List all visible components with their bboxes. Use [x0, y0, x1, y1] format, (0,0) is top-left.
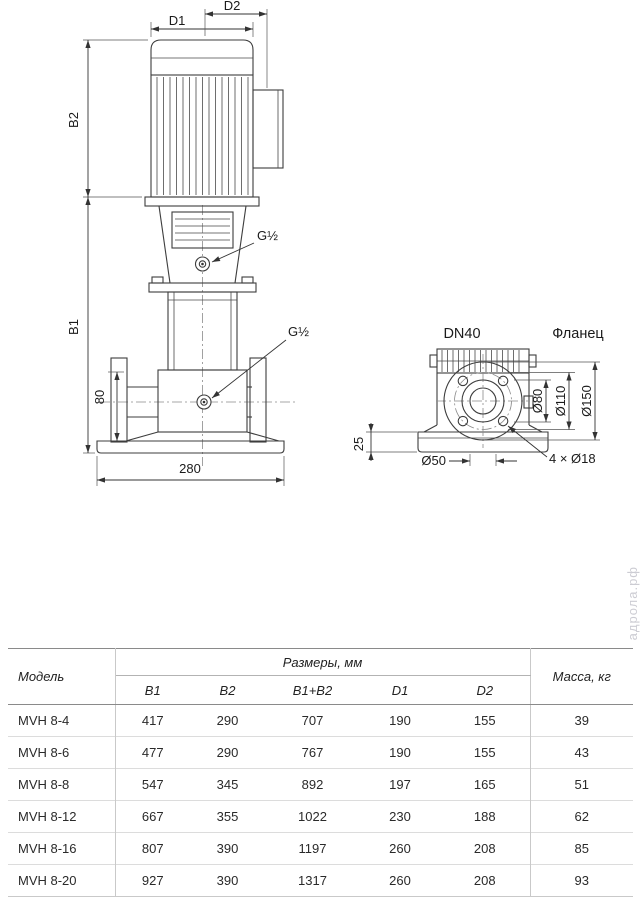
table-row: MVH 8-20 927 390 1317 260 208 93: [8, 864, 633, 897]
col-header-d2: D2: [440, 675, 530, 705]
table-row: MVH 8-12 667 355 1022 230 188 62: [8, 800, 633, 833]
table-row: MVH 8-4 417 290 707 190 155 39: [8, 704, 633, 737]
table-row: MVH 8-8 547 345 892 197 165 51: [8, 768, 633, 801]
model-cell: MVH 8-12: [8, 800, 116, 833]
table-row: MVH 8-6 477 290 767 190 155 43: [8, 736, 633, 769]
table-header-row-1: Модель Размеры, мм Масса, кг: [8, 648, 633, 705]
table-cell: 155: [473, 713, 496, 728]
table-cell: 807: [115, 832, 190, 865]
mass-cell: 39: [529, 704, 633, 737]
model-cell: MVH 8-4: [8, 704, 116, 737]
table-cell: 927: [115, 864, 190, 897]
dim-label-80: 80: [92, 390, 107, 404]
flange-view: DN40 Фланец: [417, 326, 604, 453]
table-cell: 1317: [265, 864, 360, 897]
table-cell: 155: [440, 736, 530, 769]
table-cell: 355: [190, 800, 265, 833]
model-cell: MVH 8-20: [8, 864, 116, 897]
dim-label-d80: Ø80: [530, 389, 545, 414]
technical-drawing-area: D1 D2 B2 B1 80 280 G½ G½ DN40 Фланец: [66, 0, 604, 486]
table-cell: 1197: [265, 832, 360, 865]
table-cell: 667: [115, 800, 190, 833]
col-header-d1: D1: [360, 675, 440, 705]
dim-label-d150: Ø150: [579, 385, 594, 417]
pump-front-view: [96, 39, 295, 466]
dim-label-d1: D1: [169, 13, 186, 28]
pump-dimensions: D1 D2 B2 B1 80 280 G½ G½: [66, 0, 309, 486]
col-header-model: Модель: [8, 648, 116, 705]
col-header-b2: B2: [190, 675, 265, 705]
dim-label-bolt-holes: 4 × Ø18: [549, 451, 596, 466]
label-dn40: DN40: [443, 326, 480, 342]
table-cell: 477: [115, 736, 190, 769]
table-cell: 190: [389, 713, 411, 728]
table-header-row-2: B1 B2 B1+B2 D1 D2: [8, 675, 633, 705]
col-group-dimensions: Размеры, мм: [115, 648, 530, 676]
table-cell: 208: [440, 832, 530, 865]
table-cell: 417: [141, 713, 164, 728]
table-cell: 390: [190, 864, 265, 897]
model-cell: MVH 8-6: [8, 736, 116, 769]
table-cell: 188: [440, 800, 530, 833]
table-cell: 707: [301, 713, 324, 728]
col-header-b1: B1: [115, 675, 190, 705]
dim-label-280: 280: [179, 461, 201, 476]
mass-cell: 93: [529, 864, 633, 897]
model-cell: MVH 8-16: [8, 832, 116, 865]
col-header-b1b2: B1+B2: [265, 675, 360, 705]
table-cell: 190: [360, 736, 440, 769]
table-cell: 260: [360, 832, 440, 865]
col-header-mass: Масса, кг: [529, 648, 633, 705]
watermark: адрола.рф: [625, 566, 640, 641]
table-cell: 390: [190, 832, 265, 865]
table-cell: 260: [360, 864, 440, 897]
port-label-g-bottom: G½: [288, 324, 309, 339]
pump-technical-drawing: D1 D2 B2 B1 80 280 G½ G½ DN40 Фланец: [66, 0, 604, 486]
model-cell: MVH 8-8: [8, 768, 116, 801]
mass-cell: 85: [529, 832, 633, 865]
dim-label-b1: B1: [66, 319, 81, 335]
mass-cell: 51: [529, 768, 633, 801]
dim-label-d50: Ø50: [421, 453, 446, 468]
table-cell: 1022: [265, 800, 360, 833]
table-cell: 767: [265, 736, 360, 769]
table-cell: 547: [115, 768, 190, 801]
table-cell: 197: [360, 768, 440, 801]
dim-label-d2: D2: [224, 0, 241, 13]
label-flange: Фланец: [552, 326, 603, 342]
mass-cell: 43: [529, 736, 633, 769]
table-cell: 165: [440, 768, 530, 801]
table-cell: 290: [190, 736, 265, 769]
dimensions-table: Модель Размеры, мм Масса, кг B1 B2 B1+B2…: [8, 648, 633, 897]
mass-cell: 62: [529, 800, 633, 833]
dim-label-d110: Ø110: [553, 386, 568, 417]
table-cell: 345: [190, 768, 265, 801]
table-cell: 290: [216, 713, 239, 728]
table-cell: 892: [265, 768, 360, 801]
port-label-g-top: G½: [257, 228, 278, 243]
table-cell: 208: [440, 864, 530, 897]
dim-label-b2: B2: [66, 112, 81, 128]
table-cell: 230: [360, 800, 440, 833]
flange-dimensions: Ø80 Ø110 Ø150 25 Ø50 4 × Ø18: [351, 361, 600, 468]
table-row: MVH 8-16 807 390 1197 260 208 85: [8, 832, 633, 865]
dim-label-25: 25: [351, 437, 366, 451]
dimensions-table-area: Модель Размеры, мм Масса, кг B1 B2 B1+B2…: [8, 648, 633, 897]
